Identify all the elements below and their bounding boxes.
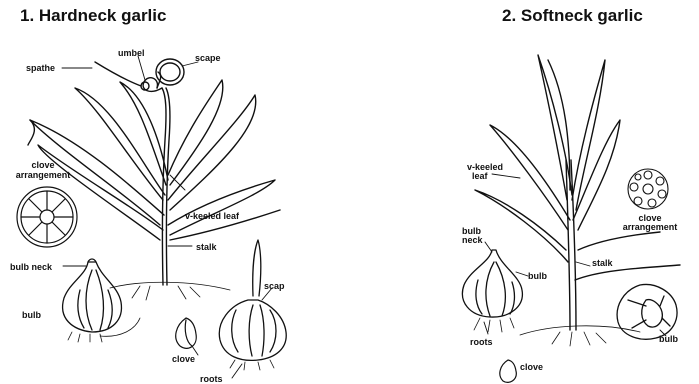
label-spathe: spathe [26, 63, 55, 73]
label-v-keeled-leaf: v-keeled leaf [185, 211, 239, 221]
softneck-cut-bulb [617, 284, 677, 339]
label-scape: scape [195, 53, 221, 63]
label-bulb-left: bulb [528, 271, 547, 281]
hardneck-bulb [63, 259, 140, 342]
label-bulb: bulb [22, 310, 41, 320]
label-roots: roots [200, 374, 223, 384]
label-clove: clove [520, 362, 543, 372]
label-bulb-neck-2: neck [462, 235, 483, 245]
label-bulb-neck: bulb neck [10, 262, 52, 272]
hardneck-cut-bulb [219, 240, 286, 370]
label-umbel: umbel [118, 48, 145, 58]
label-v-keeled-2: leaf [472, 171, 488, 181]
label-clove-arrangement-1: clove [8, 160, 78, 170]
hardneck-clove [176, 318, 197, 348]
softneck-bulb [462, 250, 522, 332]
label-roots: roots [470, 337, 493, 347]
label-clove-arrangement-2: arrangement [620, 222, 680, 232]
label-scape-lower: scap [264, 281, 285, 291]
label-bulb-right: bulb [659, 334, 678, 344]
hardneck-clove-arrangement [17, 187, 77, 247]
label-stalk: stalk [592, 258, 613, 268]
label-clove: clove [172, 354, 195, 364]
label-clove-arrangement-2: arrangement [8, 170, 78, 180]
softneck-clove-arrangement [628, 169, 668, 209]
label-stalk: stalk [196, 242, 217, 252]
softneck-clove [500, 360, 516, 382]
hardneck-stalk [162, 88, 166, 285]
